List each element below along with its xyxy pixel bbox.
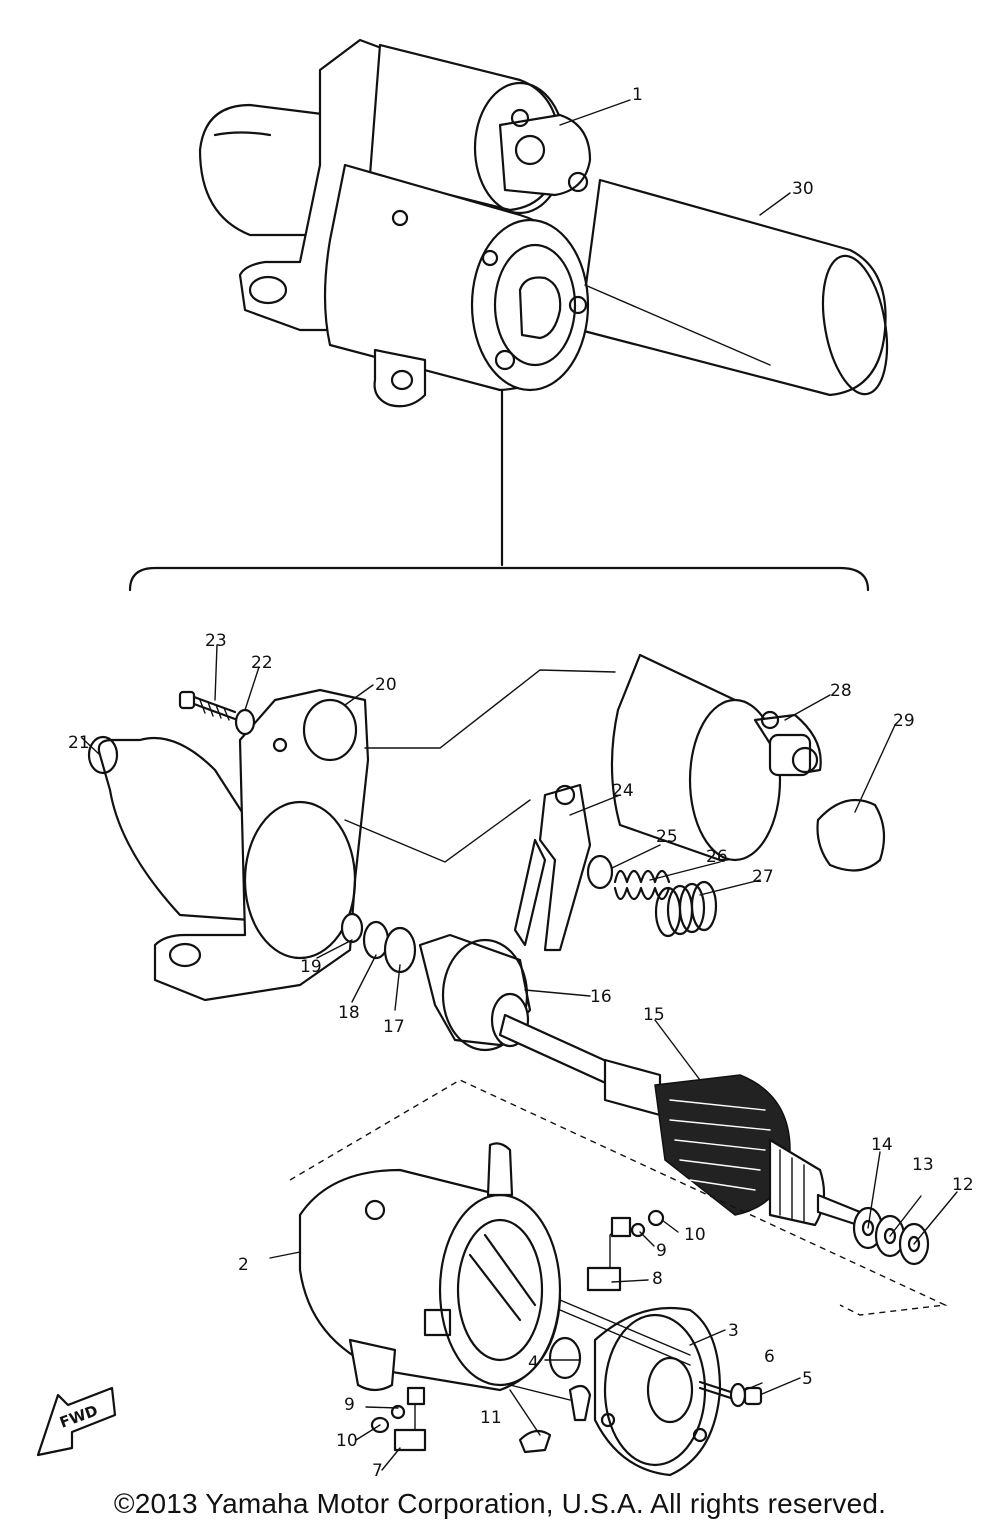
brush-7 xyxy=(393,1428,427,1452)
callout-28: 28 xyxy=(830,681,852,701)
armature-15 xyxy=(498,1013,862,1227)
callout-26: 26 xyxy=(706,847,728,867)
callout-3: 3 xyxy=(728,1321,739,1341)
callout-10-lower: 10 xyxy=(336,1431,358,1451)
leader-lines xyxy=(81,99,958,1471)
callout-23: 23 xyxy=(205,631,227,651)
callout-19: 19 xyxy=(300,957,322,977)
end-frame-3 xyxy=(559,1299,722,1477)
callout-13: 13 xyxy=(912,1155,934,1175)
yoke-2 xyxy=(298,1142,562,1392)
callout-30: 30 xyxy=(792,179,814,199)
screw-10-upper xyxy=(647,1209,665,1227)
bolt-23 xyxy=(178,690,237,721)
callout-6: 6 xyxy=(764,1347,775,1367)
callout-18: 18 xyxy=(338,1003,360,1023)
callout-9-upper: 9 xyxy=(656,1241,667,1261)
callout-16: 16 xyxy=(590,987,612,1007)
callout-22: 22 xyxy=(251,653,273,673)
callout-12: 12 xyxy=(952,1175,974,1195)
spring-27 xyxy=(654,880,718,938)
callout-21: 21 xyxy=(68,733,90,753)
spring-9-lower xyxy=(390,1404,406,1420)
callout-15: 15 xyxy=(643,1005,665,1025)
brush-8-upper xyxy=(586,1266,622,1292)
washer-22 xyxy=(234,708,256,736)
callout-labels: 1 2 3 4 5 6 8 9 10 11 12 13 14 15 16 17 … xyxy=(68,85,974,1481)
callout-1: 1 xyxy=(632,85,643,105)
group-outline xyxy=(289,1079,948,1316)
cap-29 xyxy=(816,798,886,872)
callout-4: 4 xyxy=(528,1353,539,1373)
callout-20: 20 xyxy=(375,675,397,695)
clip-11b xyxy=(518,1429,552,1454)
callout-14: 14 xyxy=(871,1135,893,1155)
brush-holder-lower xyxy=(406,1386,426,1406)
solenoid-alignment-lines xyxy=(344,669,616,863)
callout-8: 8 xyxy=(652,1269,663,1289)
callout-24: 24 xyxy=(612,781,634,801)
exploded-view-bracket xyxy=(128,566,870,592)
washer-25 xyxy=(586,854,614,890)
callout-2: 2 xyxy=(238,1255,249,1275)
washer-6 xyxy=(729,1382,747,1408)
callout-29: 29 xyxy=(893,711,915,731)
callout-5: 5 xyxy=(802,1369,813,1389)
copyright-notice: ©2013 Yamaha Motor Corporation, U.S.A. A… xyxy=(113,1488,887,1519)
clip-17 xyxy=(383,926,417,974)
callout-11: 11 xyxy=(480,1408,502,1428)
spring-26 xyxy=(613,869,671,901)
assembled-starter-motor xyxy=(198,38,889,408)
fwd-arrow-icon xyxy=(36,1386,117,1457)
callout-9-lower: 9 xyxy=(344,1395,355,1415)
solenoid-cylinder-30 xyxy=(578,178,887,397)
callout-25: 25 xyxy=(656,827,678,847)
drive-housing-20 xyxy=(87,688,370,1002)
collar-19 xyxy=(340,912,364,944)
callout-10-upper: 10 xyxy=(684,1225,706,1245)
callout-27: 27 xyxy=(752,867,774,887)
callout-17: 17 xyxy=(383,1017,405,1037)
shift-lever-24 xyxy=(513,783,592,952)
bolt-head-5 xyxy=(743,1386,763,1406)
clip-11a xyxy=(568,1384,592,1422)
callout-7: 7 xyxy=(372,1461,383,1481)
solenoid-28 xyxy=(610,653,822,862)
bushing-4 xyxy=(548,1336,582,1380)
